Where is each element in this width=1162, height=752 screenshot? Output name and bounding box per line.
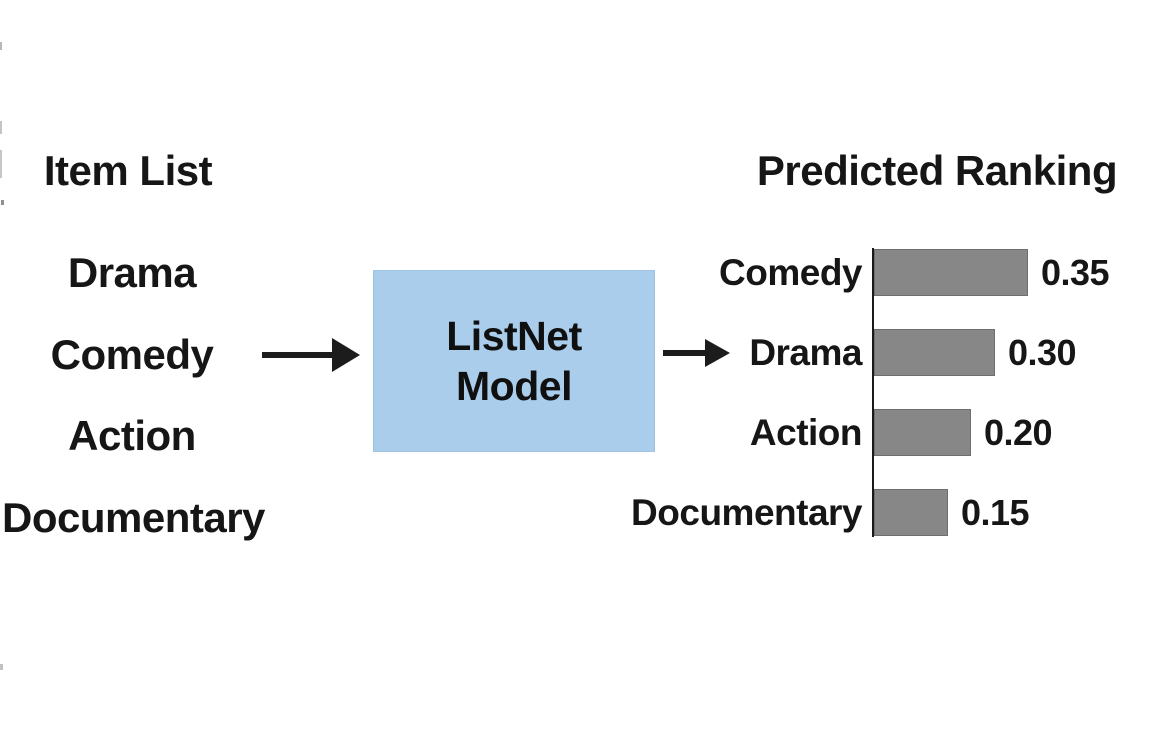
chart-value-label: 0.35	[1041, 251, 1110, 293]
chart-category-label: Drama	[749, 331, 862, 373]
chart-bar	[874, 489, 948, 536]
item-list-entry: Comedy	[50, 331, 214, 378]
chart-value-label: 0.30	[1008, 331, 1077, 373]
arrow-shaft	[663, 350, 707, 356]
model-name-line1: ListNet	[446, 313, 582, 359]
chart-value-label: 0.20	[984, 411, 1053, 453]
arrow-head	[705, 339, 730, 367]
scan-artifact	[0, 664, 3, 670]
chart-category-label: Documentary	[631, 491, 862, 533]
chart-bar	[874, 329, 995, 376]
arrow-head	[332, 338, 360, 372]
item-list-entry: Action	[68, 412, 196, 459]
item-list-entry: Documentary	[2, 494, 265, 541]
predicted-ranking-title: Predicted Ranking	[756, 147, 1118, 194]
chart-category-label: Comedy	[719, 251, 862, 293]
item-list-entry: Drama	[67, 249, 197, 296]
input-arrow-icon	[262, 338, 360, 372]
scan-artifact	[0, 150, 2, 178]
scan-artifact	[0, 42, 2, 50]
listnet-model-box: ListNet Model	[373, 270, 655, 452]
output-arrow-icon	[663, 339, 730, 367]
chart-value-label: 0.15	[961, 491, 1030, 533]
chart-axis-line	[872, 248, 874, 537]
scan-artifact	[0, 121, 2, 134]
scan-artifact	[1, 200, 4, 205]
chart-category-label: Action	[749, 411, 863, 453]
item-list-title: Item List	[43, 147, 213, 194]
model-name-line2: Model	[456, 363, 572, 409]
chart-bar	[874, 409, 971, 456]
chart-bar	[874, 249, 1028, 296]
arrow-shaft	[262, 352, 334, 358]
